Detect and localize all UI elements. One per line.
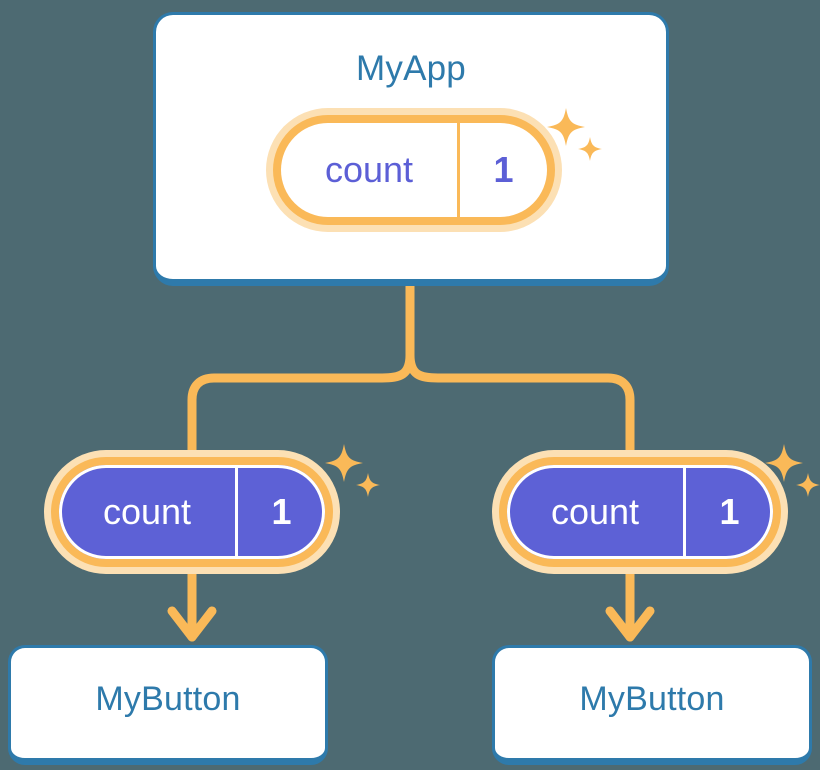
state-pill-myapp[interactable]: count 1	[266, 108, 562, 232]
component-label: MyButton	[95, 680, 241, 718]
state-pill-ring: count 1	[273, 115, 555, 225]
state-pill-halo: count 1	[492, 450, 788, 574]
arrow-down-icon	[605, 606, 655, 642]
state-pill-value: 1	[235, 465, 325, 559]
state-pill-halo: count 1	[266, 108, 562, 232]
state-pill-body: count 1	[281, 123, 547, 217]
component-card-mybutton-right[interactable]: MyButton	[492, 645, 812, 765]
state-pill-halo: count 1	[44, 450, 340, 574]
component-card-mybutton-left[interactable]: MyButton	[8, 645, 328, 765]
state-pill-child-left[interactable]: count 1	[44, 450, 340, 574]
state-pill-child-right[interactable]: count 1	[492, 450, 788, 574]
state-pill-value: 1	[457, 123, 547, 217]
state-pill-value: 1	[683, 465, 773, 559]
state-pill-ring: count 1	[499, 457, 781, 567]
state-pill-key: count	[324, 149, 414, 190]
branch-connector-icon	[405, 350, 635, 460]
state-pill-key: count	[102, 491, 192, 532]
branch-connector-icon	[187, 350, 415, 460]
state-pill-key: count	[550, 491, 640, 532]
state-pill-body: count 1	[507, 465, 773, 559]
state-pill-ring: count 1	[51, 457, 333, 567]
state-pill-body: count 1	[59, 465, 325, 559]
component-label: MyButton	[579, 680, 725, 718]
page-title: MyApp	[356, 49, 466, 88]
arrow-down-icon	[167, 606, 217, 642]
